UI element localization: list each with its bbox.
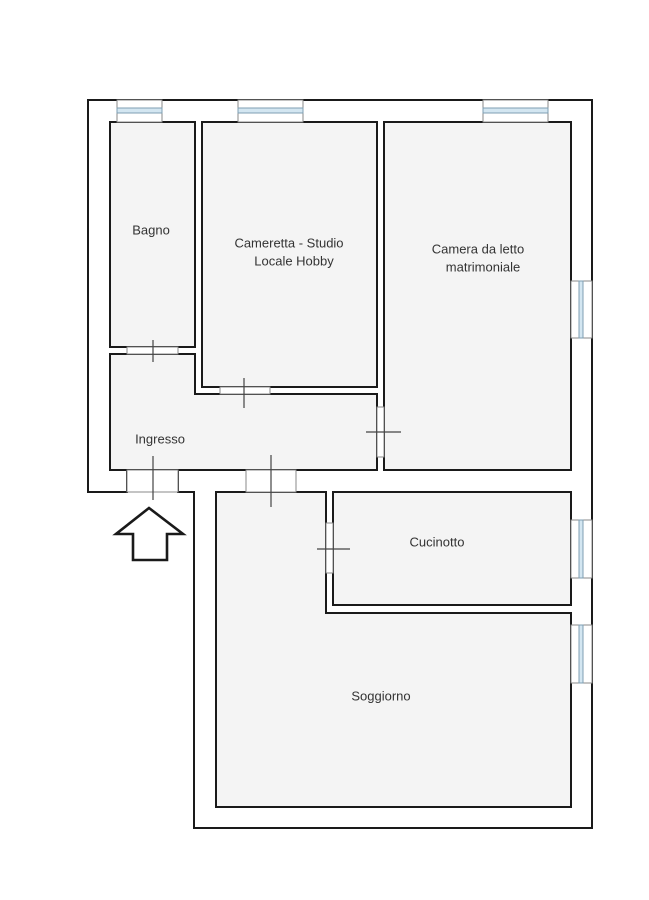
label-camera-line1: Camera da letto	[432, 241, 525, 256]
label-bagno: Bagno	[132, 222, 170, 237]
room-cameretta	[201, 121, 378, 388]
entrance-arrow-icon	[112, 506, 187, 562]
label-ingresso: Ingresso	[135, 431, 185, 446]
door-ingresso-soggiorno	[245, 455, 297, 507]
door-bagno-ingresso	[126, 340, 179, 362]
window-soggiorno	[570, 624, 593, 684]
room-bagno	[109, 121, 196, 348]
label-cameretta-line1: Cameretta - Studio	[234, 235, 343, 250]
room-camera-da-letto	[383, 121, 572, 471]
label-cameretta-line2: Locale Hobby	[254, 253, 334, 268]
door-cameretta-ingresso	[219, 378, 271, 408]
window-bagno	[116, 99, 163, 123]
window-camera-side	[570, 280, 593, 339]
window-cucinotto	[570, 519, 593, 579]
window-camera-top	[482, 99, 549, 123]
label-cucinotto: Cucinotto	[410, 534, 465, 549]
door-entrance	[126, 456, 179, 500]
door-ingresso-camera	[366, 406, 401, 458]
room-ingresso	[109, 353, 378, 471]
door-soggiorno-cucinotto	[317, 522, 350, 574]
label-soggiorno: Soggiorno	[351, 688, 410, 703]
room-soggiorno	[215, 491, 572, 808]
label-camera-line2: matrimoniale	[446, 259, 520, 274]
room-cucinotto	[332, 491, 572, 606]
window-cameretta	[237, 99, 304, 123]
